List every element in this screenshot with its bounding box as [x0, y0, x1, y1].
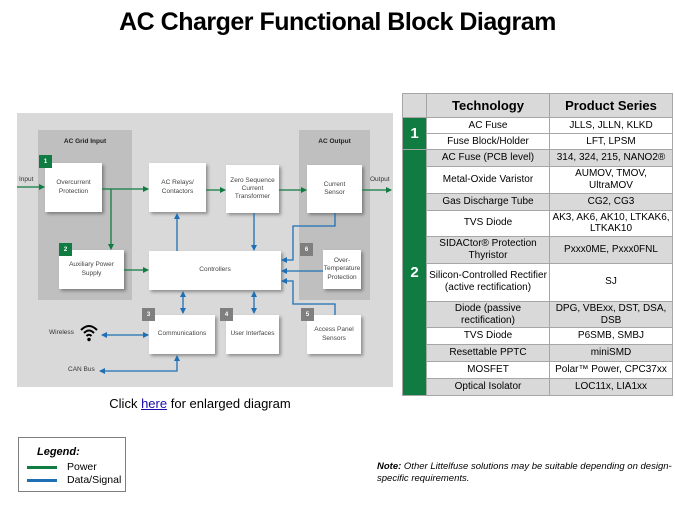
- cell-product-series: CG2, CG3: [549, 192, 673, 211]
- badge-3: 3: [142, 308, 155, 321]
- block-label: Auxiliary Power Supply: [69, 261, 114, 277]
- block-label: Zero Sequence Current Transformer: [230, 176, 275, 201]
- badge-6: 6: [300, 243, 313, 256]
- legend-item-power: Power: [27, 461, 97, 473]
- legend: Legend: Power Data/Signal: [18, 437, 126, 492]
- block-communications[interactable]: Communications: [149, 315, 215, 354]
- cell-product-series: Pxxx0ME, Pxxx0FNL: [549, 236, 673, 264]
- block-label: Over-Temperature Protection: [323, 257, 361, 281]
- cell-product-series: JLLS, JLLN, KLKD: [549, 117, 673, 134]
- table-row: Silicon-Controlled Rectifier (active rec…: [403, 262, 673, 302]
- block-current-sensor[interactable]: Current Sensor: [307, 165, 362, 213]
- legend-item-data-signal: Data/Signal: [27, 474, 121, 486]
- cell-product-series: LOC11x, LIA1xx: [549, 378, 673, 397]
- cell-technology: Optical Isolator: [426, 378, 550, 397]
- panel-title-ac-output: AC Output: [318, 138, 351, 145]
- cell-technology: Diode (passive rectification): [426, 300, 550, 329]
- cell-product-series: SJ: [549, 262, 673, 302]
- enlarge-diagram-caption: Click here for enlarged diagram: [0, 396, 400, 411]
- cell-technology: Metal-Oxide Varistor: [426, 166, 550, 194]
- cell-product-series: 314, 324, 215, NANO2®: [549, 149, 673, 167]
- legend-label: Data/Signal: [67, 474, 122, 486]
- wireless-label: Wireless: [49, 329, 74, 336]
- block-user-interfaces[interactable]: User Interfaces: [226, 315, 279, 354]
- legend-label: Power: [67, 461, 97, 473]
- cell-technology: Resettable PPTC: [426, 344, 550, 363]
- cell-product-series: Polar™ Power, CPC37xx: [549, 361, 673, 380]
- table-header-row: Technology Product Series: [402, 93, 673, 118]
- block-label: AC Relays/ Contactors: [161, 179, 194, 195]
- note-label: Note:: [377, 461, 402, 472]
- block-controllers[interactable]: Controllers: [149, 251, 281, 290]
- cell-technology: AC Fuse (PCB level): [426, 149, 550, 167]
- block-label: Overcurrent Protection: [56, 179, 91, 195]
- cell-technology: Silicon-Controlled Rectifier (active rec…: [426, 262, 550, 302]
- badge-4: 4: [220, 308, 233, 321]
- cell-product-series: DPG, VBExx, DST, DSA, DSB: [549, 300, 673, 329]
- cell-product-series: miniSMD: [549, 344, 673, 363]
- block-label: Access Panel Sensors: [314, 326, 354, 342]
- block-auxiliary-power-supply[interactable]: Auxiliary Power Supply: [59, 250, 124, 289]
- block-over-temperature-protection[interactable]: Over-Temperature Protection: [323, 250, 361, 289]
- legend-title: Legend:: [37, 446, 80, 458]
- cell-product-series: AUMOV, TMOV, UltraMOV: [549, 166, 673, 194]
- cell-technology: TVS Diode: [426, 209, 550, 238]
- cell-product-series: P6SMB, SMBJ: [549, 327, 673, 346]
- table-row: Diode (passive rectification)DPG, VBExx,…: [403, 300, 673, 329]
- can-bus-label: CAN Bus: [68, 366, 95, 373]
- output-label: Output: [370, 176, 390, 183]
- click-suffix: for enlarged diagram: [170, 396, 291, 411]
- group-number: 2: [402, 148, 427, 397]
- note-text: Other Littelfuse solutions may be suitab…: [377, 461, 672, 484]
- input-label: Input: [19, 176, 34, 183]
- block-label: Communications: [157, 330, 207, 338]
- note: Note: Other Littelfuse solutions may be …: [377, 461, 675, 485]
- group-number: 1: [402, 117, 427, 150]
- cell-technology: SIDACtor® Protection Thyristor: [426, 236, 550, 264]
- block-access-panel-sensors[interactable]: Access Panel Sensors: [307, 315, 361, 354]
- cell-technology: Gas Discharge Tube: [426, 192, 550, 211]
- badge-5: 5: [301, 308, 314, 321]
- enlarge-diagram-link[interactable]: here: [141, 396, 168, 411]
- click-prefix: Click: [109, 396, 138, 411]
- cell-product-series: LFT, LPSM: [549, 133, 673, 150]
- legend-swatch-power: [27, 465, 57, 469]
- block-zero-sequence-ct[interactable]: Zero Sequence Current Transformer: [226, 165, 279, 213]
- cell-product-series: AK3, AK6, AK10, LTKAK6, LTKAK10: [549, 209, 673, 238]
- cell-technology: Fuse Block/Holder: [426, 133, 550, 150]
- cell-technology: MOSFET: [426, 361, 550, 380]
- block-label: Controllers: [199, 266, 231, 274]
- block-overcurrent-protection[interactable]: Overcurrent Protection: [45, 163, 102, 212]
- cell-technology: AC Fuse: [426, 117, 550, 134]
- block-ac-relays[interactable]: AC Relays/ Contactors: [149, 163, 206, 212]
- badge-2: 2: [59, 243, 72, 256]
- header-product-series: Product Series: [549, 93, 673, 118]
- cell-technology: TVS Diode: [426, 327, 550, 346]
- block-label: User Interfaces: [230, 330, 275, 338]
- badge-1: 1: [39, 155, 52, 168]
- page-title: AC Charger Functional Block Diagram: [119, 8, 556, 36]
- block-label: Current Sensor: [323, 180, 346, 196]
- header-group: [402, 93, 427, 118]
- legend-swatch-signal: [27, 478, 57, 482]
- panel-title-ac-grid-input: AC Grid Input: [63, 138, 107, 145]
- header-technology: Technology: [426, 93, 550, 118]
